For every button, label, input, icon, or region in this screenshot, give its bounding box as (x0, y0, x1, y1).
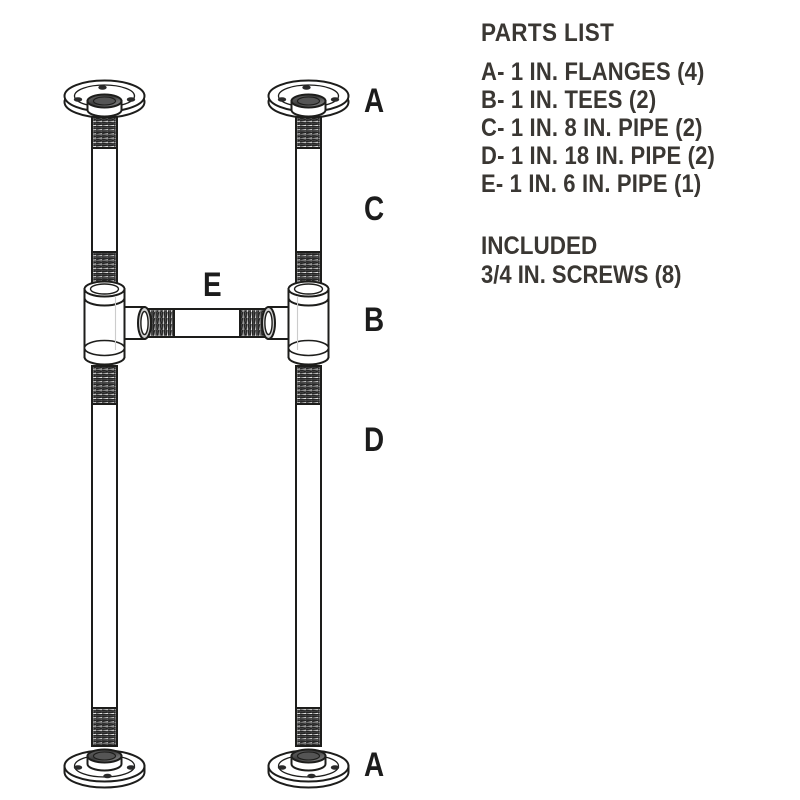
parts-list-panel: PARTS LIST A- 1 IN. FLANGES (4) B- 1 IN.… (481, 18, 791, 290)
flange-top-right (267, 79, 350, 119)
parts-list-heading: PARTS LIST (481, 19, 615, 47)
pipe-lower-left (91, 365, 118, 747)
parts-list-item-d: D- 1 IN. 18 IN. PIPE (2) (481, 142, 716, 170)
parts-list-item-c: C- 1 IN. 8 IN. PIPE (2) (481, 114, 703, 142)
pipe-lower-right (295, 365, 322, 747)
parts-list-item-b: B- 1 IN. TEES (2) (481, 86, 657, 114)
tee-left (83, 280, 152, 366)
parts-list-items: A- 1 IN. FLANGES (4) B- 1 IN. TEES (2) C… (481, 58, 791, 198)
included-screws-line: 3/4 IN. SCREWS (8) (481, 261, 682, 289)
parts-list-item-e: E- 1 IN. 6 IN. PIPE (1) (481, 170, 702, 198)
flange-top-left (63, 79, 146, 119)
flange-bottom-right (267, 748, 350, 789)
tee-right (261, 280, 330, 366)
parts-list-item-a: A- 1 IN. FLANGES (4) (481, 58, 705, 86)
pipe-cross (139, 308, 275, 338)
callout-lower-pipe: D (364, 421, 385, 459)
callout-cross-pipe: E (203, 266, 222, 304)
callout-upper-pipe: C (364, 190, 385, 228)
included-heading: INCLUDED (481, 232, 598, 260)
flange-bottom-left (63, 748, 146, 789)
pipe-upper-right (295, 109, 322, 291)
callout-bottom-flange: A (364, 746, 385, 784)
callout-tee: B (364, 301, 385, 339)
included-section: INCLUDED 3/4 IN. SCREWS (8) (481, 232, 791, 290)
pipe-upper-left (91, 109, 118, 291)
callout-top-flange: A (364, 82, 385, 120)
